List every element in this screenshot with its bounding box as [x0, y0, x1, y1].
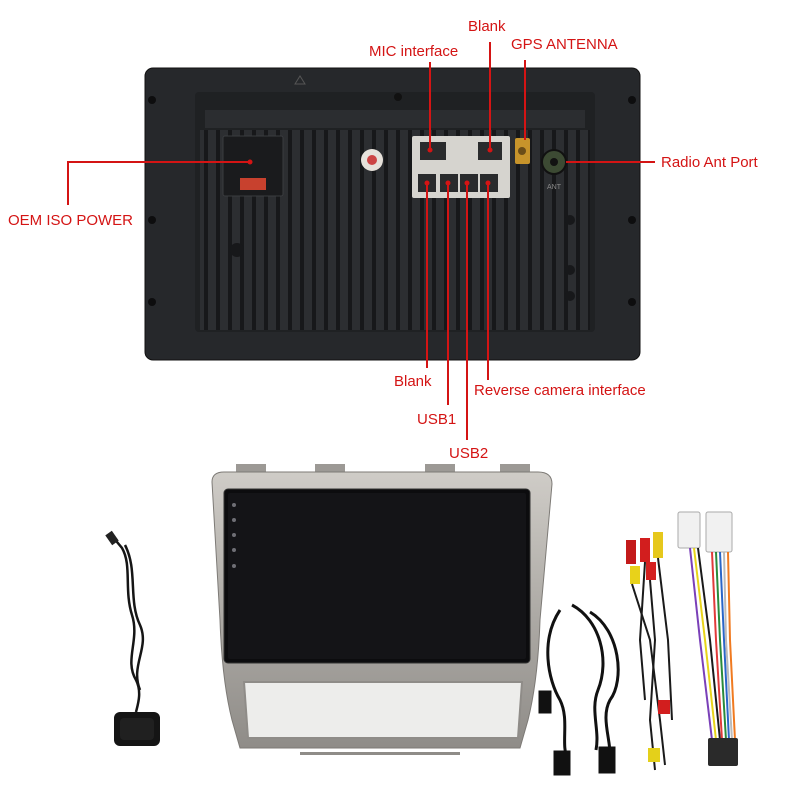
callout-lines: [67, 42, 655, 440]
gps-module-icon: [105, 530, 160, 746]
ant-marking: ANT: [547, 184, 562, 191]
label-radio-ant-port: Radio Ant Port: [661, 154, 759, 171]
label-mic-interface: MIC interface: [369, 43, 458, 60]
label-usb1: USB1: [417, 411, 456, 428]
callout-dots: [247, 147, 493, 186]
head-unit: [211, 464, 553, 755]
usb-cable-icon: [538, 603, 620, 776]
label-gps-antenna: GPS ANTENNA: [511, 36, 618, 53]
label-usb2: USB2: [449, 445, 488, 462]
label-oem-iso-power: OEM ISO POWER: [8, 212, 133, 229]
fascia-cutout: [242, 681, 524, 739]
oem-iso-power-leader: [67, 161, 250, 205]
callout-labels: Blank MIC interface GPS ANTENNA Radio An…: [8, 18, 759, 462]
label-blank-top: Blank: [468, 18, 506, 35]
rear-panel: ANT: [144, 67, 641, 361]
side-buttons: [232, 503, 236, 568]
label-blank-bottom: Blank: [394, 373, 432, 390]
label-reverse-camera: Reverse camera interface: [474, 382, 646, 399]
power-harness-icon: [677, 511, 738, 766]
rca-harness-icon: [626, 532, 673, 771]
